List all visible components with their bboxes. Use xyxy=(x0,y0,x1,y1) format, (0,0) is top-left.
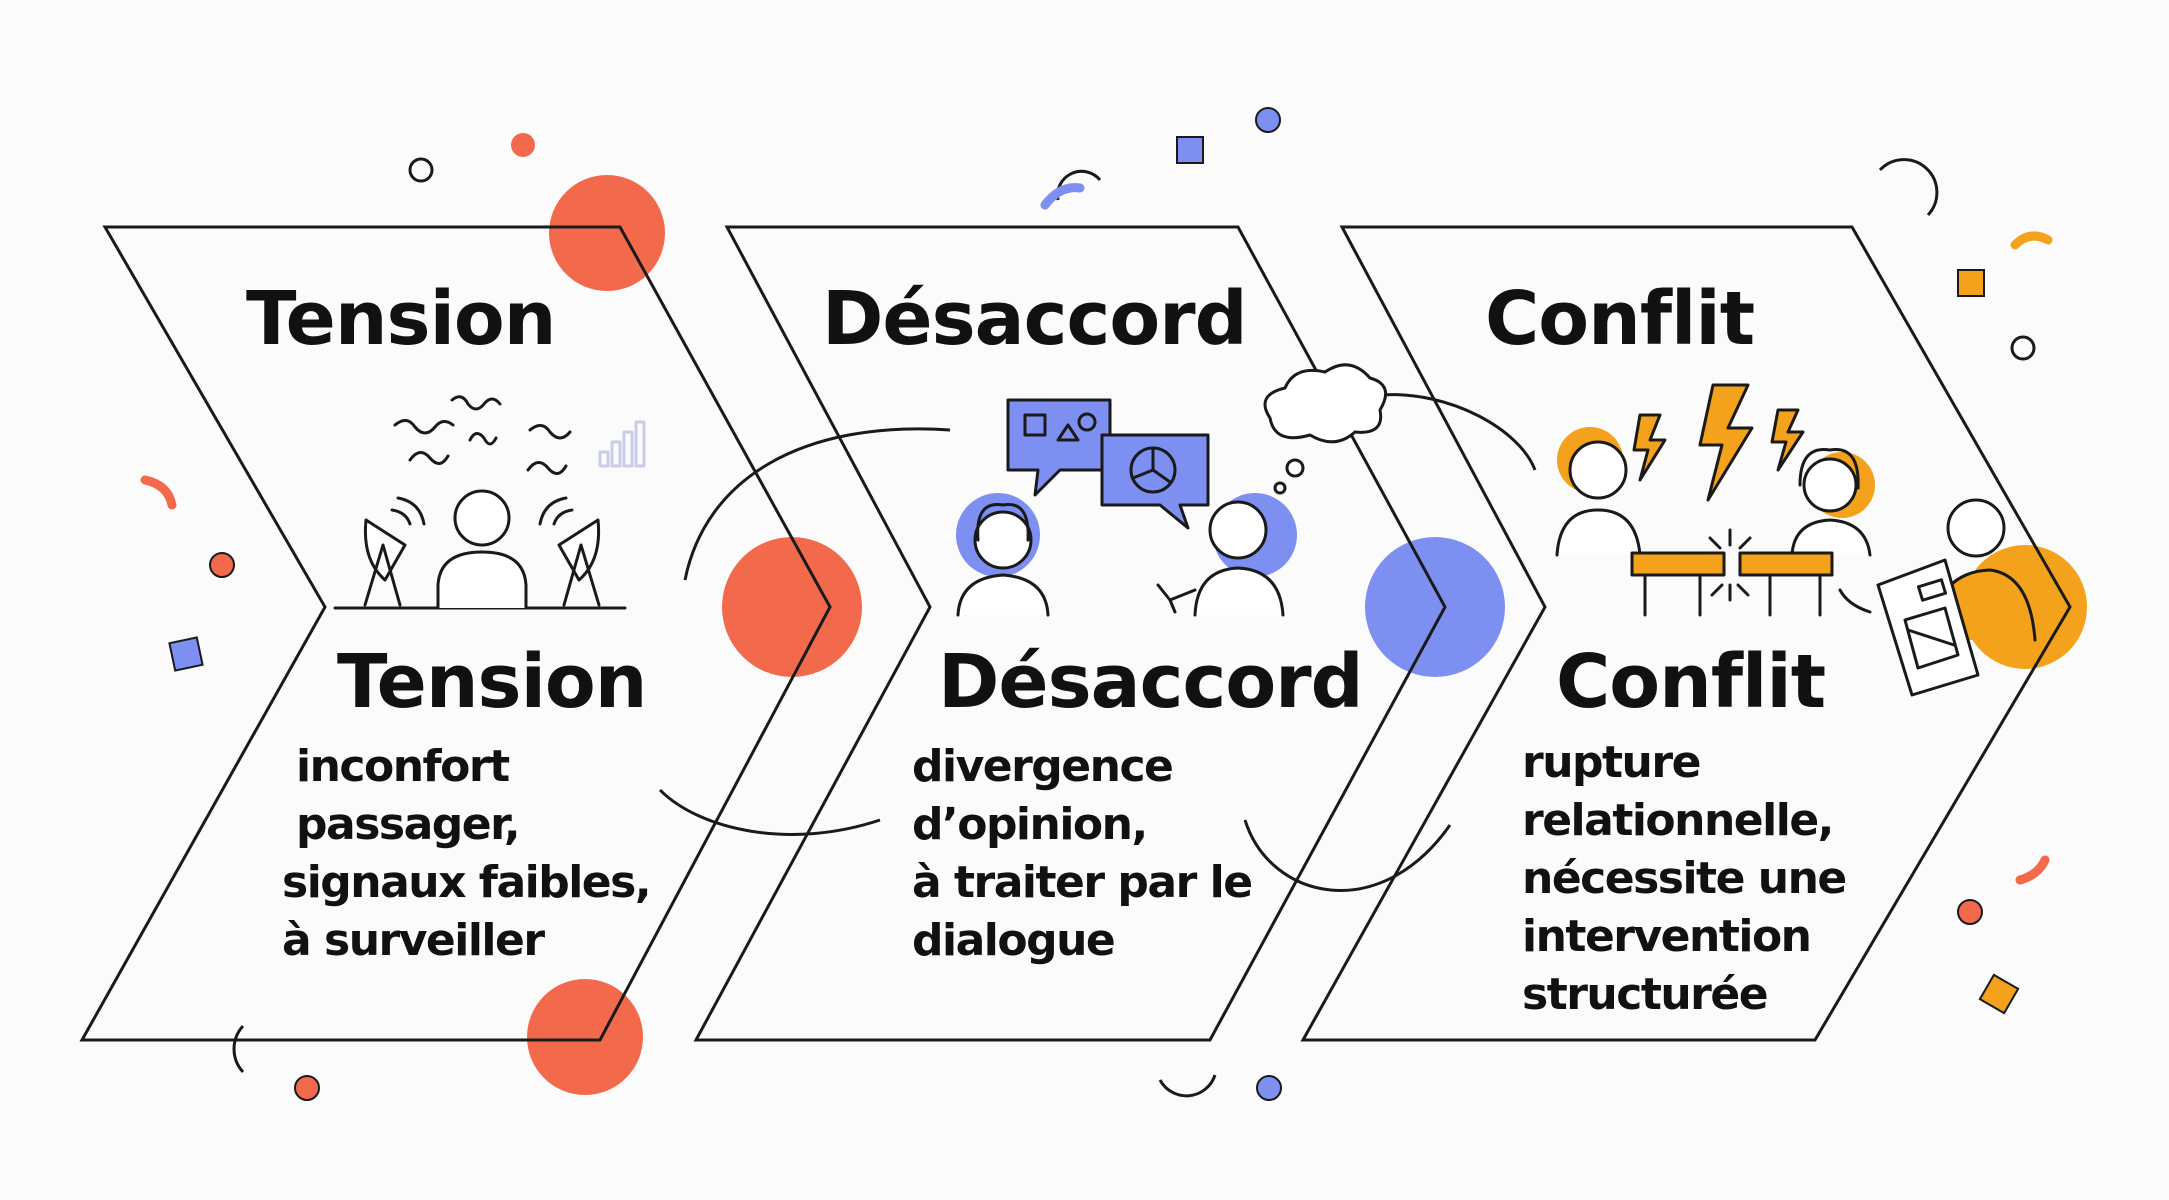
arc-confetti xyxy=(140,475,177,510)
connector-arcs xyxy=(658,393,1537,892)
dot xyxy=(294,1075,320,1101)
description-line: passager, xyxy=(296,799,521,850)
stage-3-top-title: Conflit xyxy=(1485,276,1755,362)
arc-stroke xyxy=(1158,1074,1217,1098)
dot xyxy=(1256,1075,1282,1101)
orange-blob xyxy=(722,537,862,677)
description-line: d’opinion, xyxy=(912,799,1148,850)
dot xyxy=(1957,899,1983,925)
stage-3-title: Conflit xyxy=(1556,639,1826,725)
accent-blobs xyxy=(527,175,2087,1095)
description-line: dialogue xyxy=(912,915,1116,966)
arc-stroke xyxy=(232,1024,245,1074)
description-line: à surveiller xyxy=(282,915,545,966)
orange-blob xyxy=(527,979,643,1095)
stage-1-description: inconfort passager, signaux faibles, à s… xyxy=(282,738,652,970)
description-line: structurée xyxy=(1522,969,1769,1020)
description-line: relationnelle, xyxy=(1522,795,1834,846)
stage-1-top-title: Tension xyxy=(246,276,556,362)
stressed-person-with-signal-antennas-icon xyxy=(333,395,646,610)
description-line: divergence xyxy=(912,741,1174,792)
connector-arc xyxy=(658,788,881,836)
chevron-tension xyxy=(79,225,832,1042)
stage-2-description: divergence d’opinion, à traiter par le d… xyxy=(912,738,1253,970)
stage-3-description: rupture relationnelle, nécessite une int… xyxy=(1522,734,1847,1024)
orange-blob xyxy=(549,175,665,291)
two-people-exchanging-speech-bubbles-icon xyxy=(956,363,1388,617)
square xyxy=(1978,973,2020,1015)
arc-confetti xyxy=(2010,231,2053,250)
stage-2-title: Désaccord xyxy=(938,639,1364,725)
arc-stroke xyxy=(1878,158,1939,217)
ring-dot xyxy=(408,157,434,183)
description-line: signaux faibles, xyxy=(282,857,652,908)
arc-confetti xyxy=(2015,855,2050,885)
color-confetti xyxy=(140,107,2053,1101)
dot xyxy=(209,552,235,578)
description-line: à traiter par le xyxy=(912,857,1253,908)
dot xyxy=(511,133,535,157)
stage-2-top-title: Désaccord xyxy=(822,276,1248,362)
square xyxy=(1176,136,1204,164)
connector-arc xyxy=(683,427,951,581)
dot xyxy=(1255,107,1281,133)
ring-dot xyxy=(2010,335,2036,361)
blue-blob xyxy=(1365,537,1505,677)
background-decorations xyxy=(232,157,2036,1098)
description-line: inconfort xyxy=(296,741,510,792)
description-line: nécessite une xyxy=(1522,853,1847,904)
description-line: intervention xyxy=(1522,911,1812,962)
stage-1-title: Tension xyxy=(337,639,647,725)
connector-arc xyxy=(1379,393,1537,471)
chevron-desaccord xyxy=(693,225,1447,1042)
square xyxy=(1957,269,1985,297)
people-behind-broken-barrier-with-lightning-icon xyxy=(1555,383,2037,697)
description-line: rupture xyxy=(1522,737,1701,788)
arc-confetti xyxy=(1040,183,1085,210)
chevron-conflit xyxy=(1300,225,2072,1042)
chevron-outlines xyxy=(79,225,2072,1042)
connector-arc xyxy=(1243,819,1452,892)
square xyxy=(168,636,204,672)
